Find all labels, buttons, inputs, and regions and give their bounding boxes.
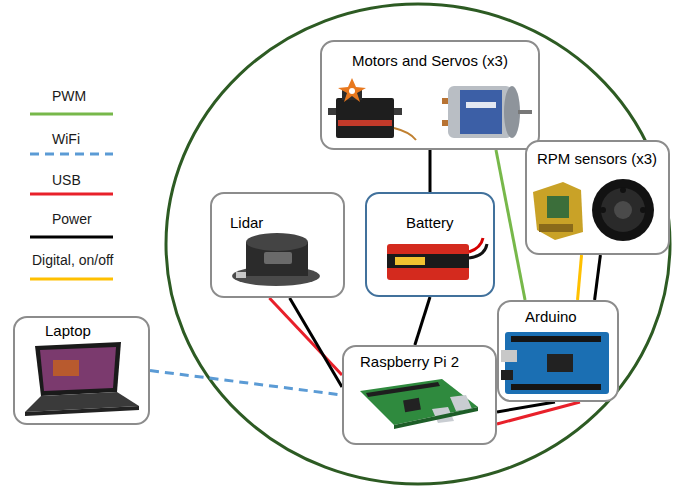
laptop-picture-part bbox=[35, 342, 121, 396]
rpm-sensor-picture-part bbox=[592, 179, 654, 241]
motor-servo-picture-part bbox=[338, 78, 366, 102]
connector-line bbox=[496, 150, 525, 300]
laptop-picture-part bbox=[40, 347, 116, 391]
component-box: Raspberry Pi 2 bbox=[342, 345, 497, 445]
legend-line bbox=[30, 278, 113, 281]
motor-servo-picture-part bbox=[336, 98, 394, 138]
connector-line bbox=[595, 255, 601, 300]
motor-servo-picture-part bbox=[349, 88, 355, 94]
component-box: Lidar bbox=[210, 192, 345, 298]
legend-line bbox=[30, 113, 113, 116]
laptop-picture-part bbox=[25, 406, 139, 416]
arduino-picture-part bbox=[505, 332, 609, 394]
battery-picture-part bbox=[387, 244, 469, 280]
component-label: Arduino bbox=[525, 308, 577, 326]
connector-line bbox=[269, 298, 342, 375]
system-circle bbox=[166, 4, 670, 484]
arduino-picture-part bbox=[547, 354, 573, 372]
component-label: RPM sensors (x3) bbox=[537, 150, 657, 168]
rpm-sensor-picture-part bbox=[600, 207, 606, 213]
rpm-sensor-picture-part bbox=[601, 188, 645, 232]
connector bbox=[496, 150, 525, 300]
connector bbox=[430, 150, 431, 192]
component-label: Lidar bbox=[230, 214, 263, 232]
legend-label: PWM bbox=[52, 88, 86, 105]
connector bbox=[415, 297, 430, 345]
connector-line bbox=[497, 402, 580, 424]
motor-servo-picture-part bbox=[338, 120, 392, 126]
connector bbox=[595, 255, 601, 300]
rpm-sensor-picture-part bbox=[640, 207, 646, 213]
component-label: Laptop bbox=[45, 322, 91, 340]
battery-picture bbox=[365, 192, 495, 297]
battery-picture-part bbox=[395, 257, 425, 265]
component-box: Motors and Servos (x3) bbox=[320, 40, 540, 150]
motor-servo-picture-part bbox=[460, 90, 502, 134]
lidar-picture bbox=[210, 192, 345, 298]
connector bbox=[290, 298, 342, 387]
raspberry-pi-picture-part bbox=[450, 395, 472, 411]
legend-label: WiFi bbox=[52, 131, 80, 148]
component-label: Motors and Servos (x3) bbox=[352, 52, 508, 70]
lidar-picture-part bbox=[264, 252, 292, 264]
legend-line bbox=[30, 153, 113, 156]
motor-servo-picture-part bbox=[466, 102, 496, 108]
rpm-sensor-picture-part bbox=[539, 224, 573, 232]
component-box: Battery bbox=[365, 192, 495, 297]
raspberry-pi-picture-part bbox=[360, 379, 478, 425]
component-box: Arduino bbox=[497, 300, 619, 402]
legend-label: Power bbox=[52, 211, 92, 228]
raspberry-pi-picture-part bbox=[403, 398, 421, 413]
component-label: Battery bbox=[406, 214, 454, 232]
connector bbox=[150, 371, 342, 396]
arduino-picture-part bbox=[501, 370, 513, 380]
battery-picture-part bbox=[469, 244, 487, 258]
connector-line bbox=[290, 298, 342, 387]
legend-label: Digital, on/off bbox=[32, 252, 113, 269]
raspberry-pi-picture-part bbox=[366, 382, 440, 397]
rpm-sensor-picture-part bbox=[547, 196, 569, 218]
motor-servo-picture-part bbox=[518, 110, 532, 114]
raspberry-pi-picture-part bbox=[394, 407, 478, 429]
connector-line bbox=[415, 297, 430, 345]
connector bbox=[578, 255, 582, 300]
motor-servo-picture-part bbox=[394, 128, 416, 140]
motor-servo-picture-part bbox=[448, 86, 512, 138]
lidar-picture-part bbox=[236, 272, 246, 278]
laptop-picture-part bbox=[53, 360, 79, 376]
rpm-sensor-picture-part bbox=[614, 201, 632, 219]
arduino-picture-part bbox=[501, 350, 517, 362]
rpm-sensor-picture-part bbox=[533, 182, 583, 240]
battery-picture-part bbox=[387, 254, 469, 268]
arduino-picture-part bbox=[511, 336, 601, 342]
connector-line bbox=[578, 255, 582, 300]
motor-servo-picture-part bbox=[504, 86, 520, 138]
battery-picture-part bbox=[469, 238, 483, 252]
component-box: Laptop bbox=[13, 316, 150, 425]
legend-line bbox=[30, 193, 113, 196]
connector bbox=[497, 402, 580, 424]
legend-label: USB bbox=[52, 172, 81, 189]
component-label: Raspberry Pi 2 bbox=[360, 353, 459, 371]
connector-line bbox=[150, 371, 342, 396]
legend-line bbox=[30, 236, 113, 239]
component-box: RPM sensors (x3) bbox=[525, 140, 670, 255]
rpm-sensor-picture-part bbox=[620, 187, 626, 193]
arduino-picture-part bbox=[511, 384, 601, 390]
lidar-picture-part bbox=[246, 233, 308, 251]
connector bbox=[269, 298, 342, 375]
connector-line bbox=[429, 150, 432, 192]
